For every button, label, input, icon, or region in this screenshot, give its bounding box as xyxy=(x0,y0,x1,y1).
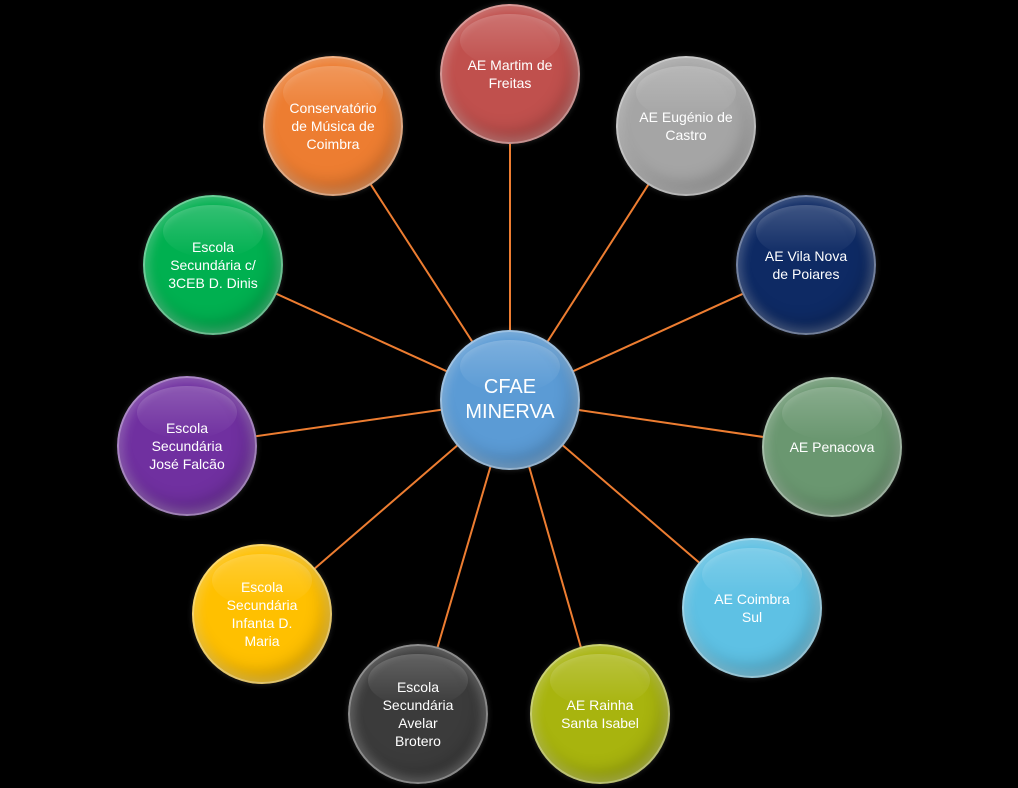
center-label: CFAE MINERVA xyxy=(465,376,555,423)
node-conservatorio-de-musica-de-coimbra: Conservatório de Música de Coimbra xyxy=(263,56,403,196)
node-ae-penacova: AE Penacova xyxy=(762,377,902,517)
node-label: Conservatório de Música de Coimbra xyxy=(289,100,377,152)
node-ae-rainha-santa-isabel: AE Rainha Santa Isabel xyxy=(530,644,670,784)
node-escola-secundaria-infanta-d-maria: Escola Secundária Infanta D. Maria xyxy=(192,544,332,684)
node-ae-eugenio-de-castro: AE Eugénio de Castro xyxy=(616,56,756,196)
node-escola-secundaria-3ceb-d-dinis: Escola Secundária c/ 3CEB D. Dinis xyxy=(143,195,283,335)
node-label: Escola Secundária Infanta D. Maria xyxy=(226,579,298,649)
node-escola-secundaria-avelar-brotero: Escola Secundária Avelar Brotero xyxy=(348,644,488,784)
node-label: AE Coimbra Sul xyxy=(714,591,790,625)
node-ae-vila-nova-de-poiares: AE Vila Nova de Poiares xyxy=(736,195,876,335)
node-label: AE Eugénio de Castro xyxy=(639,109,733,143)
node-ae-martim-de-freitas: AE Martim de Freitas xyxy=(440,4,580,144)
node-label: AE Penacova xyxy=(789,439,875,455)
node-label: AE Vila Nova de Poiares xyxy=(764,248,848,282)
node-label: Escola Secundária José Falcão xyxy=(149,420,225,472)
node-ae-coimbra-sul: AE Coimbra Sul xyxy=(682,538,822,678)
node-label: AE Martim de Freitas xyxy=(467,57,553,91)
node-label: Escola Secundária c/ 3CEB D. Dinis xyxy=(168,239,258,291)
node-label: AE Rainha Santa Isabel xyxy=(561,697,639,731)
node-label: Escola Secundária Avelar Brotero xyxy=(382,679,454,749)
node-center-cfae-minerva: CFAE MINERVA xyxy=(440,330,580,470)
node-escola-secundaria-jose-falcao: Escola Secundária José Falcão xyxy=(117,376,257,516)
